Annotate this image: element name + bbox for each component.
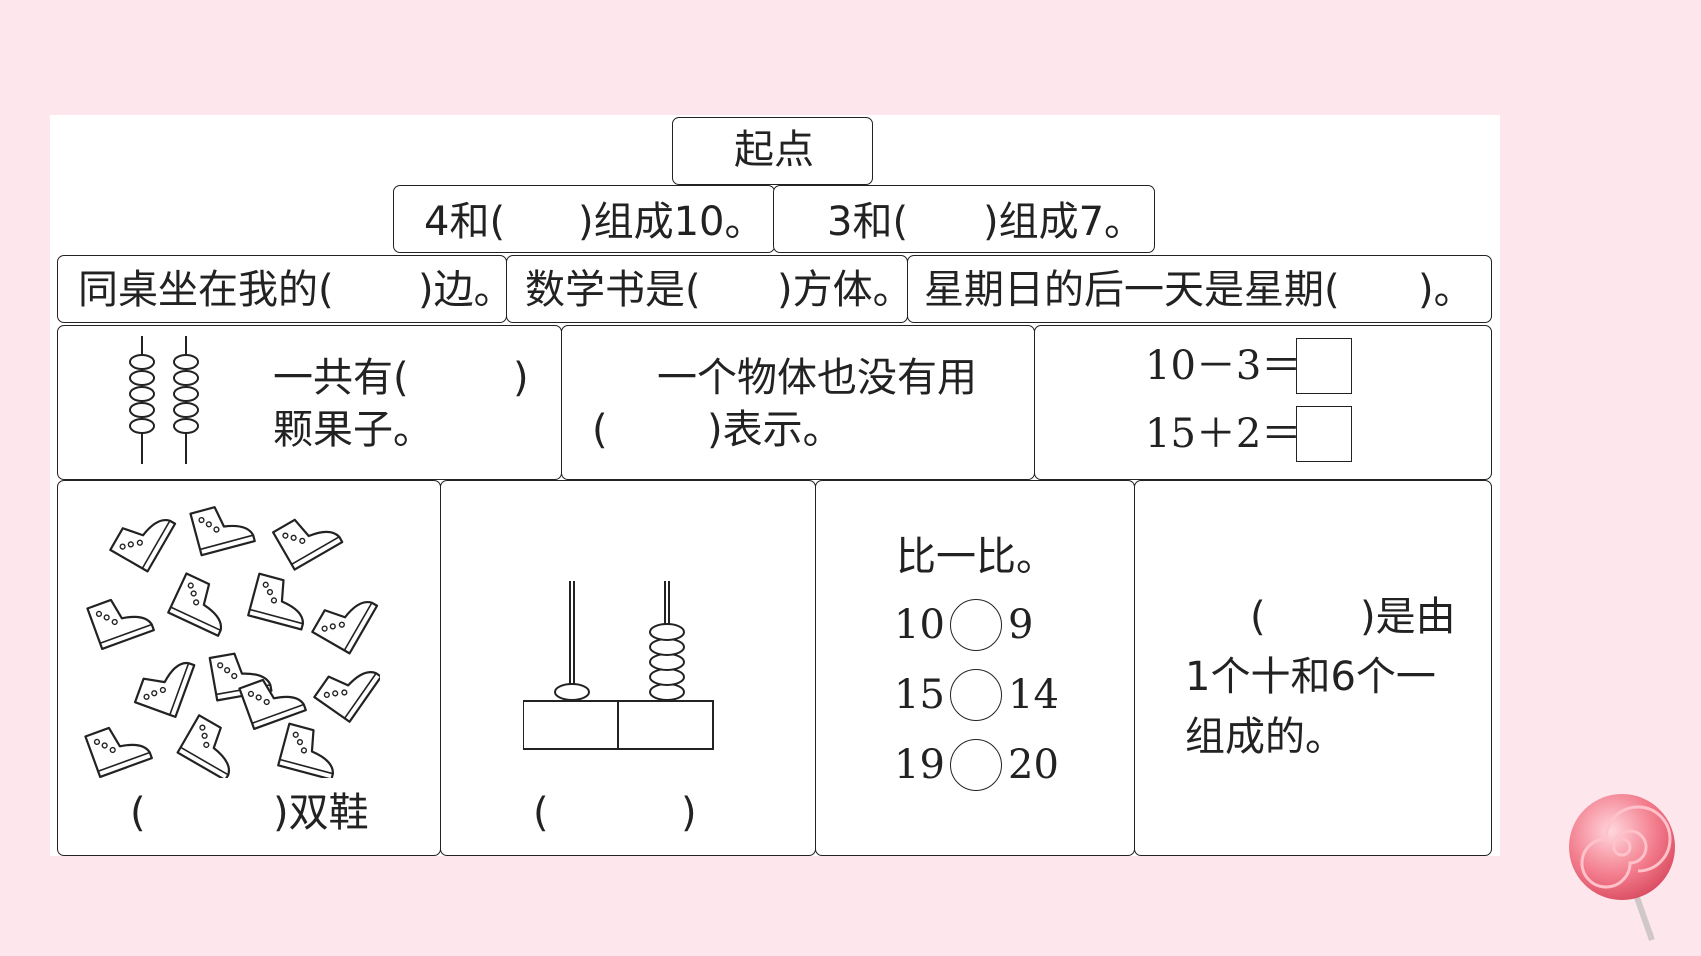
start-box: 起点 xyxy=(672,117,873,185)
mathbook-right: )方体。 xyxy=(777,267,913,313)
shoe-icon xyxy=(86,588,155,651)
mathbook-box: 数学书是( )方体。 xyxy=(506,255,913,323)
shoe-icon xyxy=(313,650,380,723)
deskmate-box: 同桌坐在我的( )边。 xyxy=(57,255,514,323)
shoe-icon xyxy=(133,649,196,718)
zero-line1: 一个物体也没有用 xyxy=(657,355,977,401)
zero-box: 一个物体也没有用 ( )表示。 xyxy=(561,325,1035,480)
number-box: ( )是由 1个十和6个一 组成的。 xyxy=(1134,480,1492,856)
compare-title: 比一比。 xyxy=(896,534,1056,580)
compare-left-2: 15 xyxy=(894,672,945,718)
compare-right-2: 14 xyxy=(1008,672,1059,718)
compare-right-3: 20 xyxy=(1008,742,1059,788)
compare-circle-2[interactable] xyxy=(950,669,1002,721)
deskmate-right: )边。 xyxy=(418,267,514,313)
shoe-icon xyxy=(272,503,344,571)
beads-line2: 颗果子。 xyxy=(273,407,433,453)
sum-10-right: )组成10。 xyxy=(578,199,765,245)
zero-line2-right: )表示。 xyxy=(707,407,843,453)
abacus-answer-left: ( xyxy=(533,790,549,836)
shoe-icon xyxy=(84,716,153,778)
bead-stick-icon xyxy=(129,336,199,464)
beads-line1-left: 一共有( xyxy=(273,355,409,401)
weekday-right: )。 xyxy=(1418,267,1474,313)
sum-10-left: 4和( xyxy=(424,199,506,245)
beads-line1-right: ) xyxy=(513,355,529,401)
number-line1-left: ( xyxy=(1250,594,1266,640)
shoe-icon xyxy=(109,501,177,573)
abacus-icon xyxy=(523,581,714,750)
shoes-illustration xyxy=(84,498,380,778)
shoe-icon xyxy=(167,572,238,637)
number-line2: 1个十和6个一 xyxy=(1185,654,1436,700)
compare-circle-1[interactable] xyxy=(950,599,1002,651)
deskmate-left: 同桌坐在我的( xyxy=(78,267,334,313)
shoe-icon xyxy=(189,498,256,557)
abacus-box: ( ) xyxy=(440,480,816,856)
worksheet: 起点 4和( )组成10。 3和( )组成7。 同桌坐在我的( )边。 数学书是… xyxy=(50,115,1500,856)
answer-box-1[interactable] xyxy=(1296,338,1352,394)
compare-left-3: 19 xyxy=(894,742,945,788)
shoe-icon xyxy=(247,572,314,631)
sum-7-box: 3和( )组成7。 xyxy=(773,185,1155,253)
weekday-box: 星期日的后一天是星期( )。 xyxy=(907,255,1492,323)
number-line1-right: )是由 xyxy=(1360,594,1456,640)
calc-box: 10－3＝ 15＋2＝ xyxy=(1034,325,1492,480)
weekday-left: 星期日的后一天是星期( xyxy=(924,267,1340,313)
number-line3: 组成的。 xyxy=(1185,714,1345,760)
shoe-icon xyxy=(176,714,248,778)
mathbook-left: 数学书是( xyxy=(525,267,701,313)
calc-eq2: 15＋2＝ xyxy=(1145,411,1302,457)
sum-10-box: 4和( )组成10。 xyxy=(393,185,775,253)
shoe-icon xyxy=(311,583,379,655)
lollipop-icon xyxy=(1569,794,1675,941)
compare-right-1: 9 xyxy=(1008,602,1034,648)
shoes-answer-left: ( xyxy=(130,790,146,836)
compare-left-1: 10 xyxy=(894,602,945,648)
calc-eq1: 10－3＝ xyxy=(1145,343,1302,389)
compare-box: 比一比。 10 9 15 14 19 20 xyxy=(815,480,1135,856)
sum-7-left: 3和( xyxy=(827,199,909,245)
compare-circle-3[interactable] xyxy=(950,739,1002,791)
shoes-box: ( )双鞋 xyxy=(57,480,441,856)
shoes-answer-right: )双鞋 xyxy=(273,790,369,836)
start-label: 起点 xyxy=(734,127,814,173)
abacus-answer-right: ) xyxy=(681,790,697,836)
beads-box: 一共有( ) 颗果子。 xyxy=(57,325,562,480)
sum-7-right: )组成7。 xyxy=(983,199,1145,245)
shoe-icon xyxy=(277,722,344,778)
answer-box-2[interactable] xyxy=(1296,406,1352,462)
zero-line2-left: ( xyxy=(592,407,608,453)
